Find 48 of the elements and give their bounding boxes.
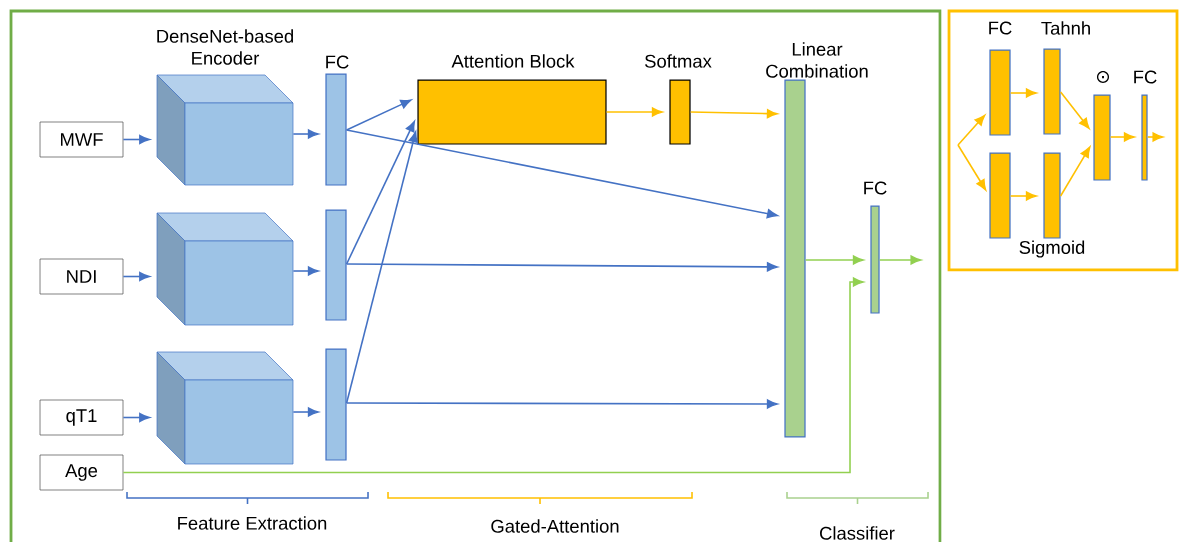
layer-heading: Softmax xyxy=(645,54,712,68)
input-box: MWF xyxy=(39,121,124,158)
arrow xyxy=(292,407,319,417)
arrow xyxy=(122,412,150,423)
arrow xyxy=(292,266,319,276)
arrow xyxy=(878,255,922,265)
input-box: Age xyxy=(39,454,124,491)
arrow xyxy=(345,262,778,272)
layer-heading: FC xyxy=(326,55,349,69)
layer-bar xyxy=(325,209,347,321)
arrow xyxy=(957,114,986,146)
arrow xyxy=(345,99,412,131)
layer-heading: Attention Block xyxy=(451,54,575,68)
group-label: Classifier xyxy=(820,526,895,540)
arrow xyxy=(122,271,150,282)
arrow xyxy=(1146,132,1164,142)
layer-heading: Tahnh xyxy=(1041,21,1090,35)
group-label: Feature Extraction xyxy=(178,516,327,530)
arrow xyxy=(957,144,987,191)
arrow xyxy=(1009,88,1037,98)
cube-drawing xyxy=(156,351,294,465)
layer-heading: FC xyxy=(864,181,887,195)
arrow xyxy=(1059,91,1090,129)
cube-drawing xyxy=(156,212,294,326)
group-label: Gated-Attention xyxy=(491,519,619,533)
layer-heading: ⊙ xyxy=(1096,70,1110,84)
arrow xyxy=(689,109,778,119)
arrow xyxy=(292,129,319,139)
input-box: NDI xyxy=(39,258,124,295)
arrow xyxy=(345,129,778,219)
arrow xyxy=(345,399,778,409)
layer-heading: DenseNet-based Encoder xyxy=(157,29,293,65)
layer-heading: FC xyxy=(1134,70,1157,84)
layer-heading: FC xyxy=(989,21,1012,35)
layer-bar xyxy=(989,152,1011,239)
arrow xyxy=(605,107,663,117)
arrow xyxy=(804,255,864,265)
arrow xyxy=(122,134,150,145)
arrow xyxy=(122,277,864,474)
arrow xyxy=(1109,132,1135,142)
layer-bar xyxy=(325,348,347,461)
arrow xyxy=(345,120,415,265)
arrow xyxy=(1059,146,1091,197)
layer-heading: Sigmoid xyxy=(1019,240,1085,258)
layer-heading: Linear Combination xyxy=(766,42,868,78)
arrow xyxy=(345,131,418,404)
input-box: qT1 xyxy=(39,399,124,436)
arrow xyxy=(1009,191,1037,201)
